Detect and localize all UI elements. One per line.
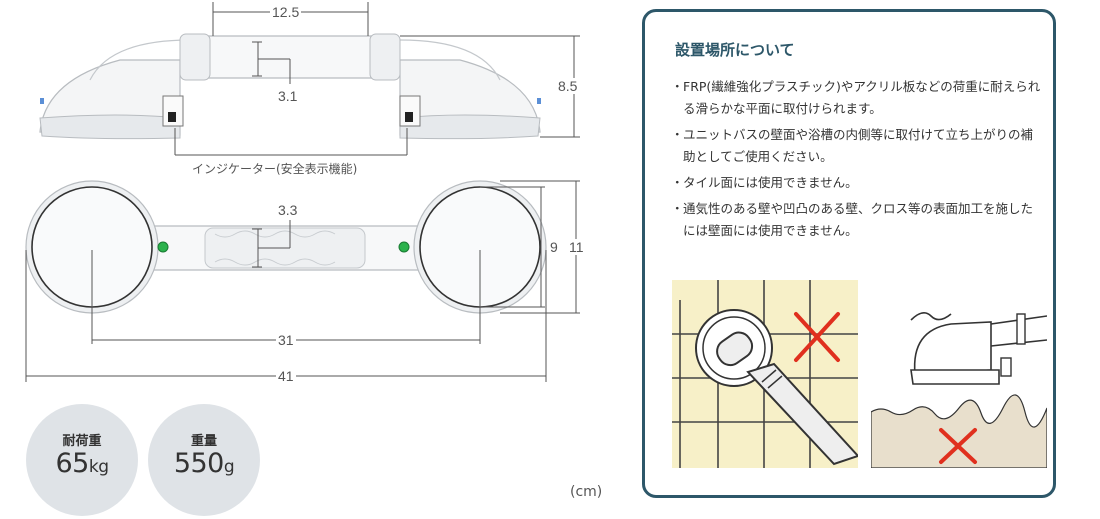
dimension-pad-diameter: 9 <box>548 239 560 255</box>
dimension-top-height: 8.5 <box>556 78 580 94</box>
load-capacity-label: 耐荷重 <box>62 434 102 449</box>
side-view-handle <box>39 33 541 140</box>
product-drawing: 12.5 3.1 8.5 インジケーター(安全表示機能) 3.3 9 11 31… <box>25 2 586 384</box>
indicator-caption: インジケーター(安全表示機能) <box>192 162 358 176</box>
front-view-handle <box>25 180 547 314</box>
dimension-total-length: 41 <box>276 368 296 384</box>
indicator-left <box>157 241 169 253</box>
installation-panel: 設置場所について ・FRP(繊維強化プラスチック)やアクリル板などの荷重に耐えら… <box>642 9 1056 498</box>
list-item: ・ユニットバスの壁面や浴槽の内側等に取付けて立ち上がりの補助としてご使用ください… <box>671 127 1034 164</box>
weight-badge: 重量 550g <box>148 404 260 516</box>
tile-wall-illustration <box>672 280 858 468</box>
weight-label: 重量 <box>190 434 217 449</box>
dimension-top-grip: 3.1 <box>276 88 300 104</box>
unit-note: (cm) <box>570 484 603 500</box>
weight-unit: g <box>223 457 235 477</box>
cross-icon <box>939 428 977 464</box>
dimension-pad-spacing: 31 <box>276 332 296 348</box>
indicator-right <box>398 241 410 253</box>
cross-icon <box>794 312 840 362</box>
dimension-top-width: 12.5 <box>270 4 302 20</box>
dimension-bottom-grip: 3.3 <box>276 202 300 218</box>
load-capacity-value: 65 <box>55 448 90 479</box>
panel-title: 設置場所について <box>675 41 795 59</box>
rough-wall-illustration <box>871 312 1047 468</box>
handle-diagram <box>25 2 580 382</box>
load-capacity-badge: 耐荷重 65kg <box>26 404 138 516</box>
list-item: ・タイル面には使用できません。 <box>671 175 858 190</box>
load-capacity-unit: kg <box>88 457 109 477</box>
list-item: ・通気性のある壁や凹凸のある壁、クロス等の表面加工を施したには壁面には使用できま… <box>671 201 1034 238</box>
weight-value: 550 <box>173 448 225 479</box>
list-item: ・FRP(繊維強化プラスチック)やアクリル板などの荷重に耐えられる滑らかな平面に… <box>671 79 1041 116</box>
installation-notes: ・FRP(繊維強化プラスチック)やアクリル板などの荷重に耐えられる滑らかな平面に… <box>671 76 1041 246</box>
dimension-total-height: 11 <box>567 239 586 255</box>
front-view-dimension-lines <box>25 180 580 382</box>
